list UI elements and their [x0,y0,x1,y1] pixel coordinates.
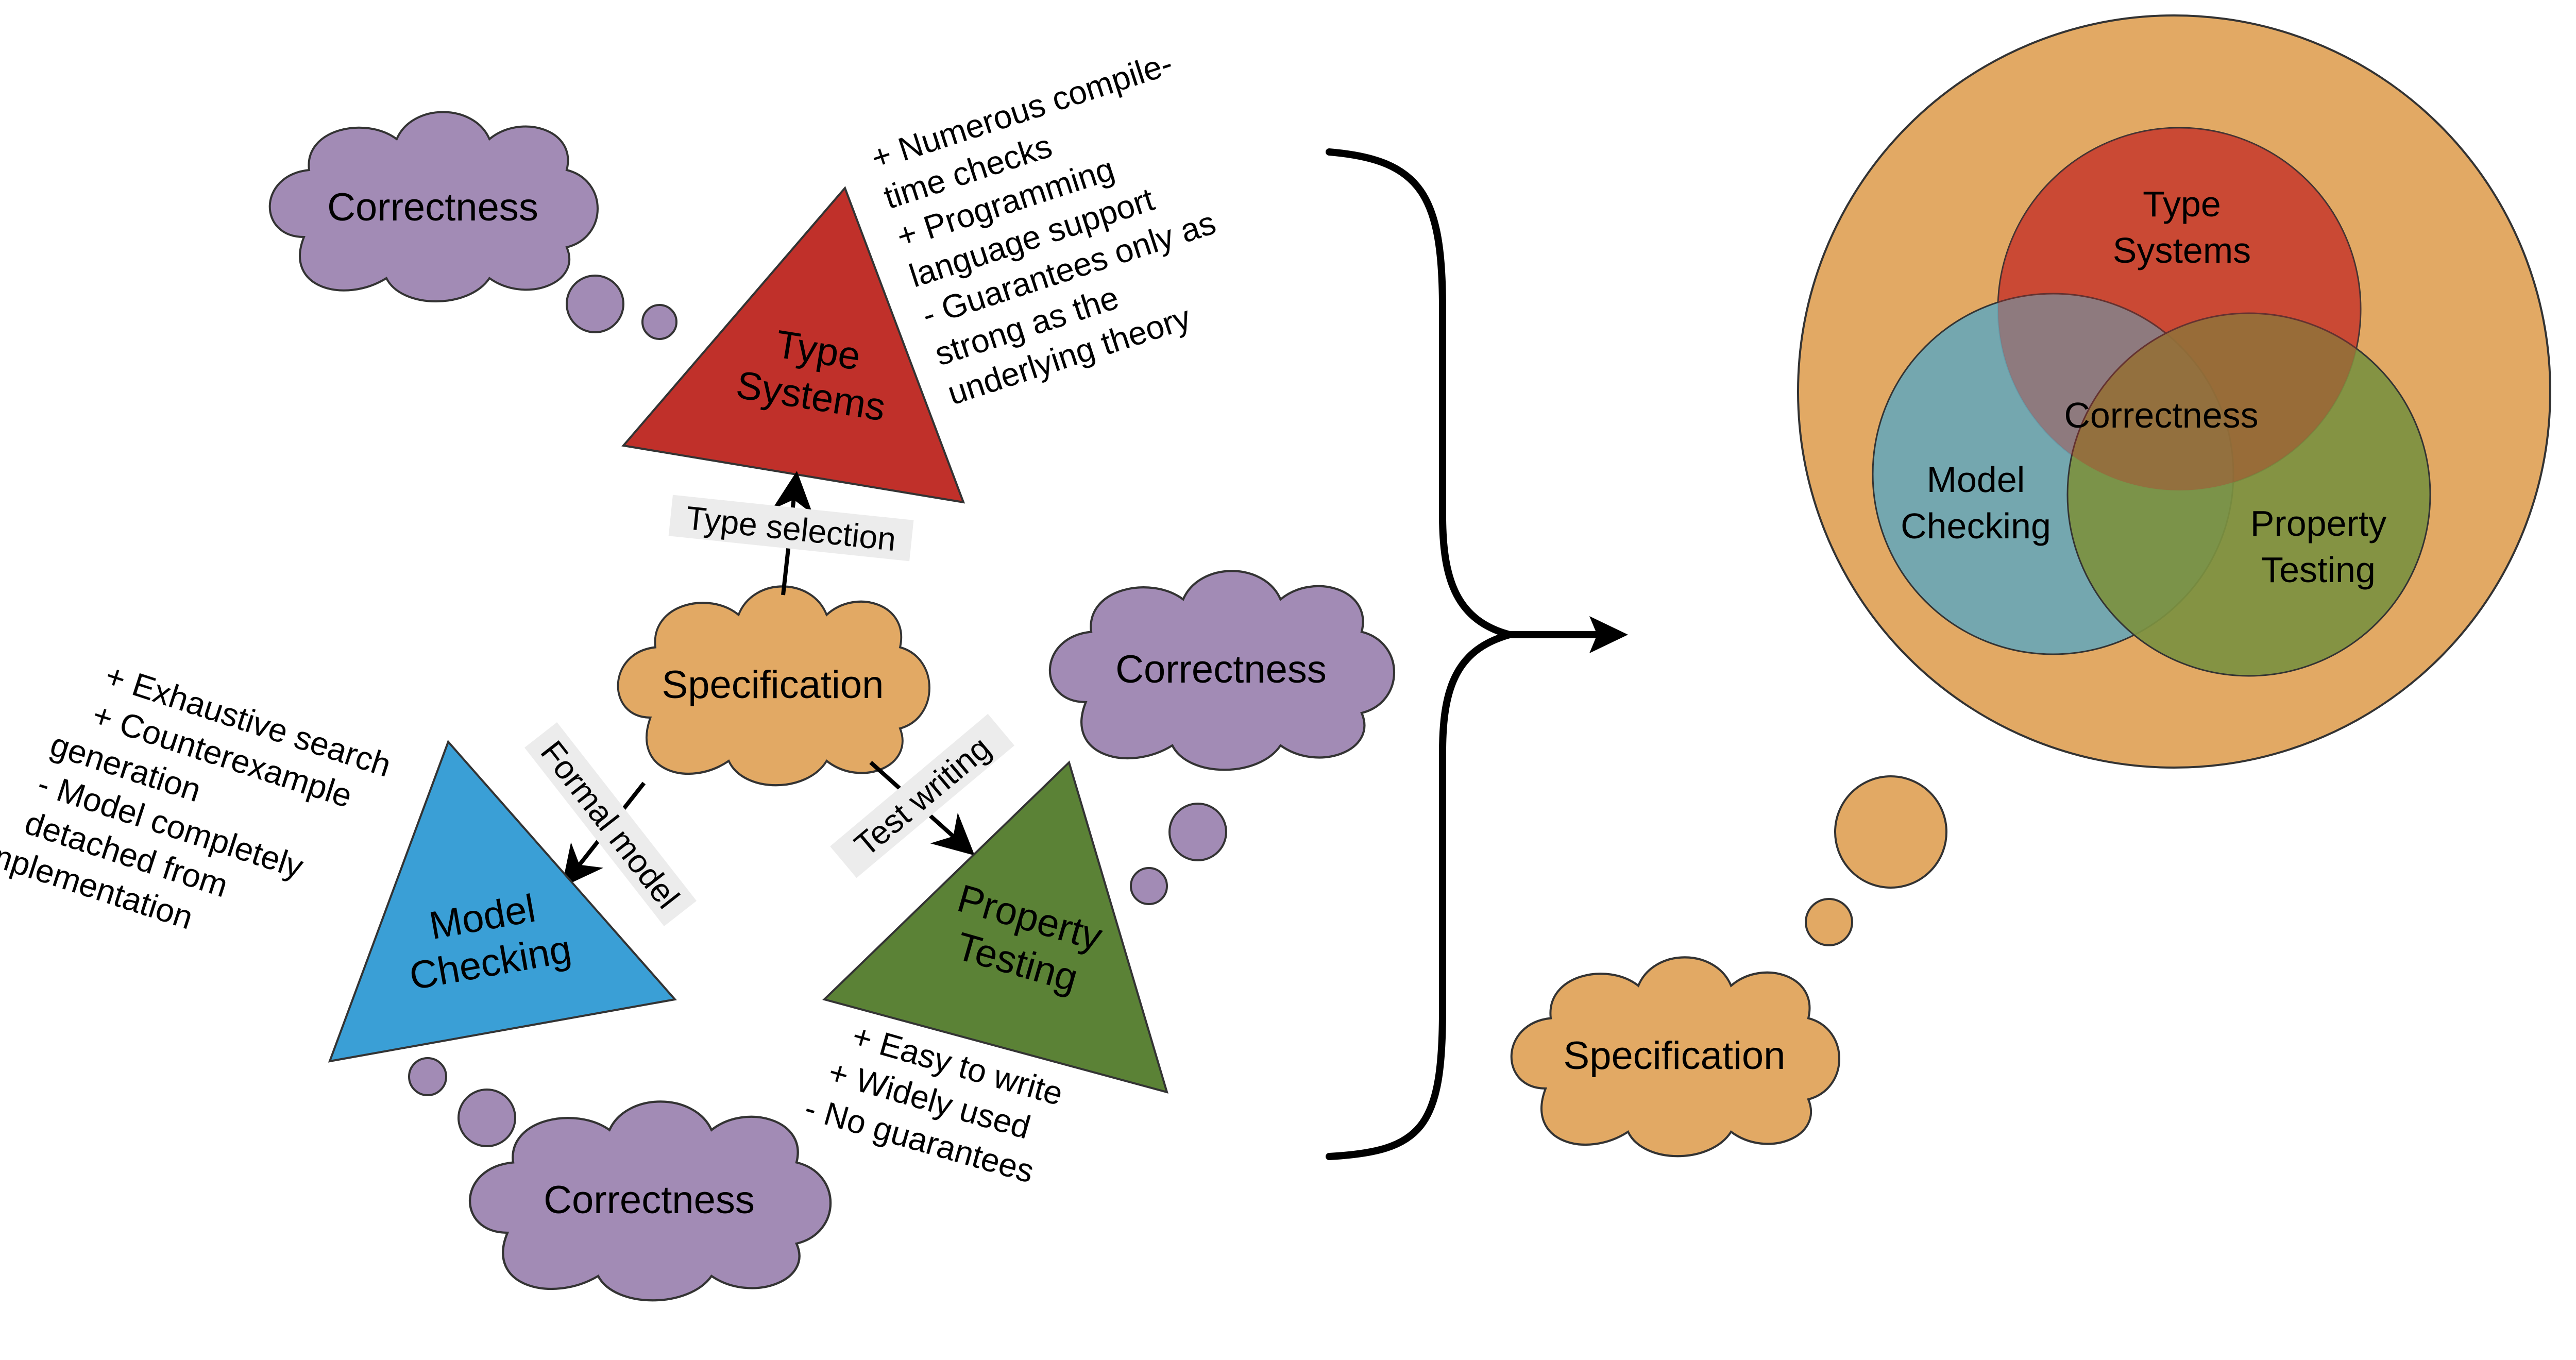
thought-dot-large-right [1168,803,1227,861]
edge-type-selection-bg [668,495,914,562]
brace-arrow-head [1589,616,1628,653]
spec-thought-dot-large [1834,775,1947,889]
specification-label: Specification [662,663,884,707]
venn-center-label: Correctness [2064,395,2258,435]
thought-bubble-bottom: Correctness [408,1057,831,1300]
venn-diagram: Type Systems Correctness Model Checking … [1797,14,2551,769]
thought-label-right: Correctness [1115,648,1327,691]
spec-thought-bubble: Specification [1512,775,1947,1156]
venn-property-label-line1: Property [2250,503,2387,543]
venn-type-overlay [1998,128,2361,490]
model-checking-notes: + Exhaustive search + Counterexample gen… [0,657,396,937]
thought-bubble-top: Correctness [268,111,677,340]
thought-label-bottom: Correctness [544,1178,755,1222]
thought-label-top: Correctness [327,185,538,229]
grouping-brace [1326,148,1628,1160]
venn-type-label-line1: Type [2143,184,2221,224]
edge-type-selection: Type selection [668,471,914,596]
type-systems-notes: + Numerous compile- time checks + Progra… [867,44,1220,412]
edge-test-writing-bg [830,713,1014,878]
thought-dot-large-top [566,275,624,333]
spec-thought-label: Specification [1564,1034,1786,1078]
property-testing-triangle [822,760,1168,1094]
thought-dot-small-right [1130,867,1168,905]
venn-property-label-line2: Testing [2261,550,2376,590]
thought-dot-small-top [641,304,677,340]
venn-model-label-line2: Checking [1901,506,2051,546]
specification-node: Specification [618,586,929,785]
edge-formal-model-bg [524,722,697,926]
venn-type-label-line2: Systems [2113,230,2251,270]
thought-bubble-right: Correctness [1050,571,1394,905]
model-checking-triangle [328,740,677,1063]
model-checking-node: Model Checking [328,740,677,1063]
venn-property-testing-circle [2066,312,2431,677]
property-testing-node: Property Testing [822,760,1168,1094]
type-systems-node: Type Systems [621,186,965,504]
spec-thought-dot-small [1805,898,1853,946]
thought-dot-small-bottom [408,1057,447,1096]
thought-dot-large-bottom [457,1089,516,1147]
venn-model-label-line1: Model [1927,460,2025,500]
